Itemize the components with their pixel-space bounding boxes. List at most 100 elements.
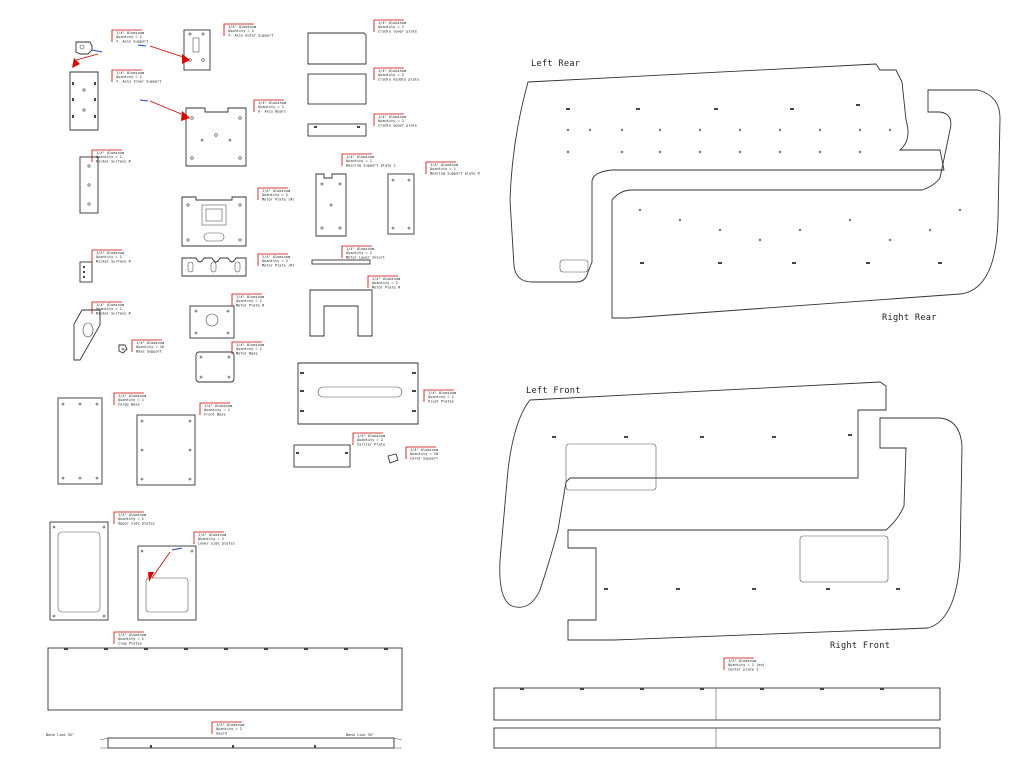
callout-line: Quantity = 1 [96,307,122,311]
label-left-rear: Left Rear [531,59,580,69]
callout-line: Quantity = 1 [228,29,254,33]
callout-leader [199,402,230,415]
panel-left-rear [509,63,945,283]
callout-line: 1/4" Aluminum [136,341,164,345]
callout-line: 1/4" Aluminum [357,434,385,438]
callout-line: Quantity = 16 [136,345,164,349]
callout-leader [113,392,144,405]
clap-plate-tabs [64,648,388,650]
part-motor-lower-insert [311,259,371,265]
callout-line: Bearing Support plate L [346,163,396,167]
callout-leader [193,531,224,544]
part-cradle-lower-plate [307,32,367,65]
label-left-front: Left Front [526,386,581,396]
callout-line: Quantity = 1 [116,75,142,79]
callout-line: Quantity = 2 [236,299,262,303]
callout-line: Motor Base [236,351,258,355]
callout-leader [113,511,144,524]
callout-line: 1/4" Aluminum [236,295,264,299]
callout-line: Cargo Base [118,402,140,406]
panel-right-rear [611,89,1001,319]
callout-line: 1/4" Aluminum [96,303,124,307]
part-center-plate-1 [493,687,941,721]
part-nickel-surface-3 [73,309,101,361]
callout-line: Quantity = 1 [346,159,372,163]
callout-line: Front Base [204,412,226,416]
panel-right-front [567,417,963,641]
callout-line: Quantity = 1 (ea) [728,663,765,667]
callout-line: Quantity = 2 [378,25,404,29]
part-y-axis-support [75,41,103,55]
callout-line: Y- Axis Inner Support [116,79,161,83]
callout-leader [341,153,372,166]
callout-leader [425,161,456,174]
callout-leader [423,389,454,402]
callout-leader [91,249,122,262]
callout-leader [352,432,383,445]
callout-line: 1/4" Aluminum [258,101,286,105]
part-carrier-plate [293,444,351,468]
part-lower-side-plates [137,545,197,621]
part-pivot-plates [297,362,419,425]
callout-line: Cradle lower plate [378,29,417,33]
bend-line-right-label: Bend line 35° [346,733,374,737]
callout-line: Motor Plate (#) [262,263,294,267]
part-bearing-support-r [387,173,415,235]
part-caret-support [387,453,399,464]
callout-line: Y- Axis Support [116,39,148,43]
callout-leader [253,99,284,112]
callout-line: Nickel Surface # [96,259,131,263]
part-x-axis-bearl [139,99,247,167]
part-y-axis-inner-support [69,71,99,131]
callout-line: Quantity = 10 [410,452,438,456]
part-motor-plate-d [309,289,373,337]
callout-line: Quantity = 2 [378,119,404,123]
rear-panel-holes [566,104,962,264]
callout-line: Nickel Surface # [96,311,131,315]
callout-line: Pivot Plates [428,399,454,403]
callout-line: Quantity = 2 [236,347,262,351]
part-cargo-base [57,397,103,485]
callout-line: Quantity = 2 [357,438,383,442]
callout-leader [111,69,142,82]
callout-leader [231,341,262,354]
callout-line: Nickel Surface # [96,159,131,163]
callout-leader [131,339,162,352]
callout-line: 1/4" Aluminum [236,343,264,347]
callout-line: Motor Plate # [236,303,265,307]
part-cradle-upper-plate [307,123,367,137]
callout-line: 1/4" Aluminum [346,155,374,159]
callout-line: Quantity = 2 [372,281,398,285]
part-nickel-surface-1 [79,156,99,214]
callout-leader [367,275,398,288]
callout-line: Quantity = 1 [258,105,284,109]
part-center-plate-2 [493,727,941,749]
callout-line: Base Support [136,349,162,353]
callout-line: Motor Lower Insert [346,255,385,259]
callout-line: Quantity = 1 [96,155,122,159]
callout-leader [341,245,372,258]
